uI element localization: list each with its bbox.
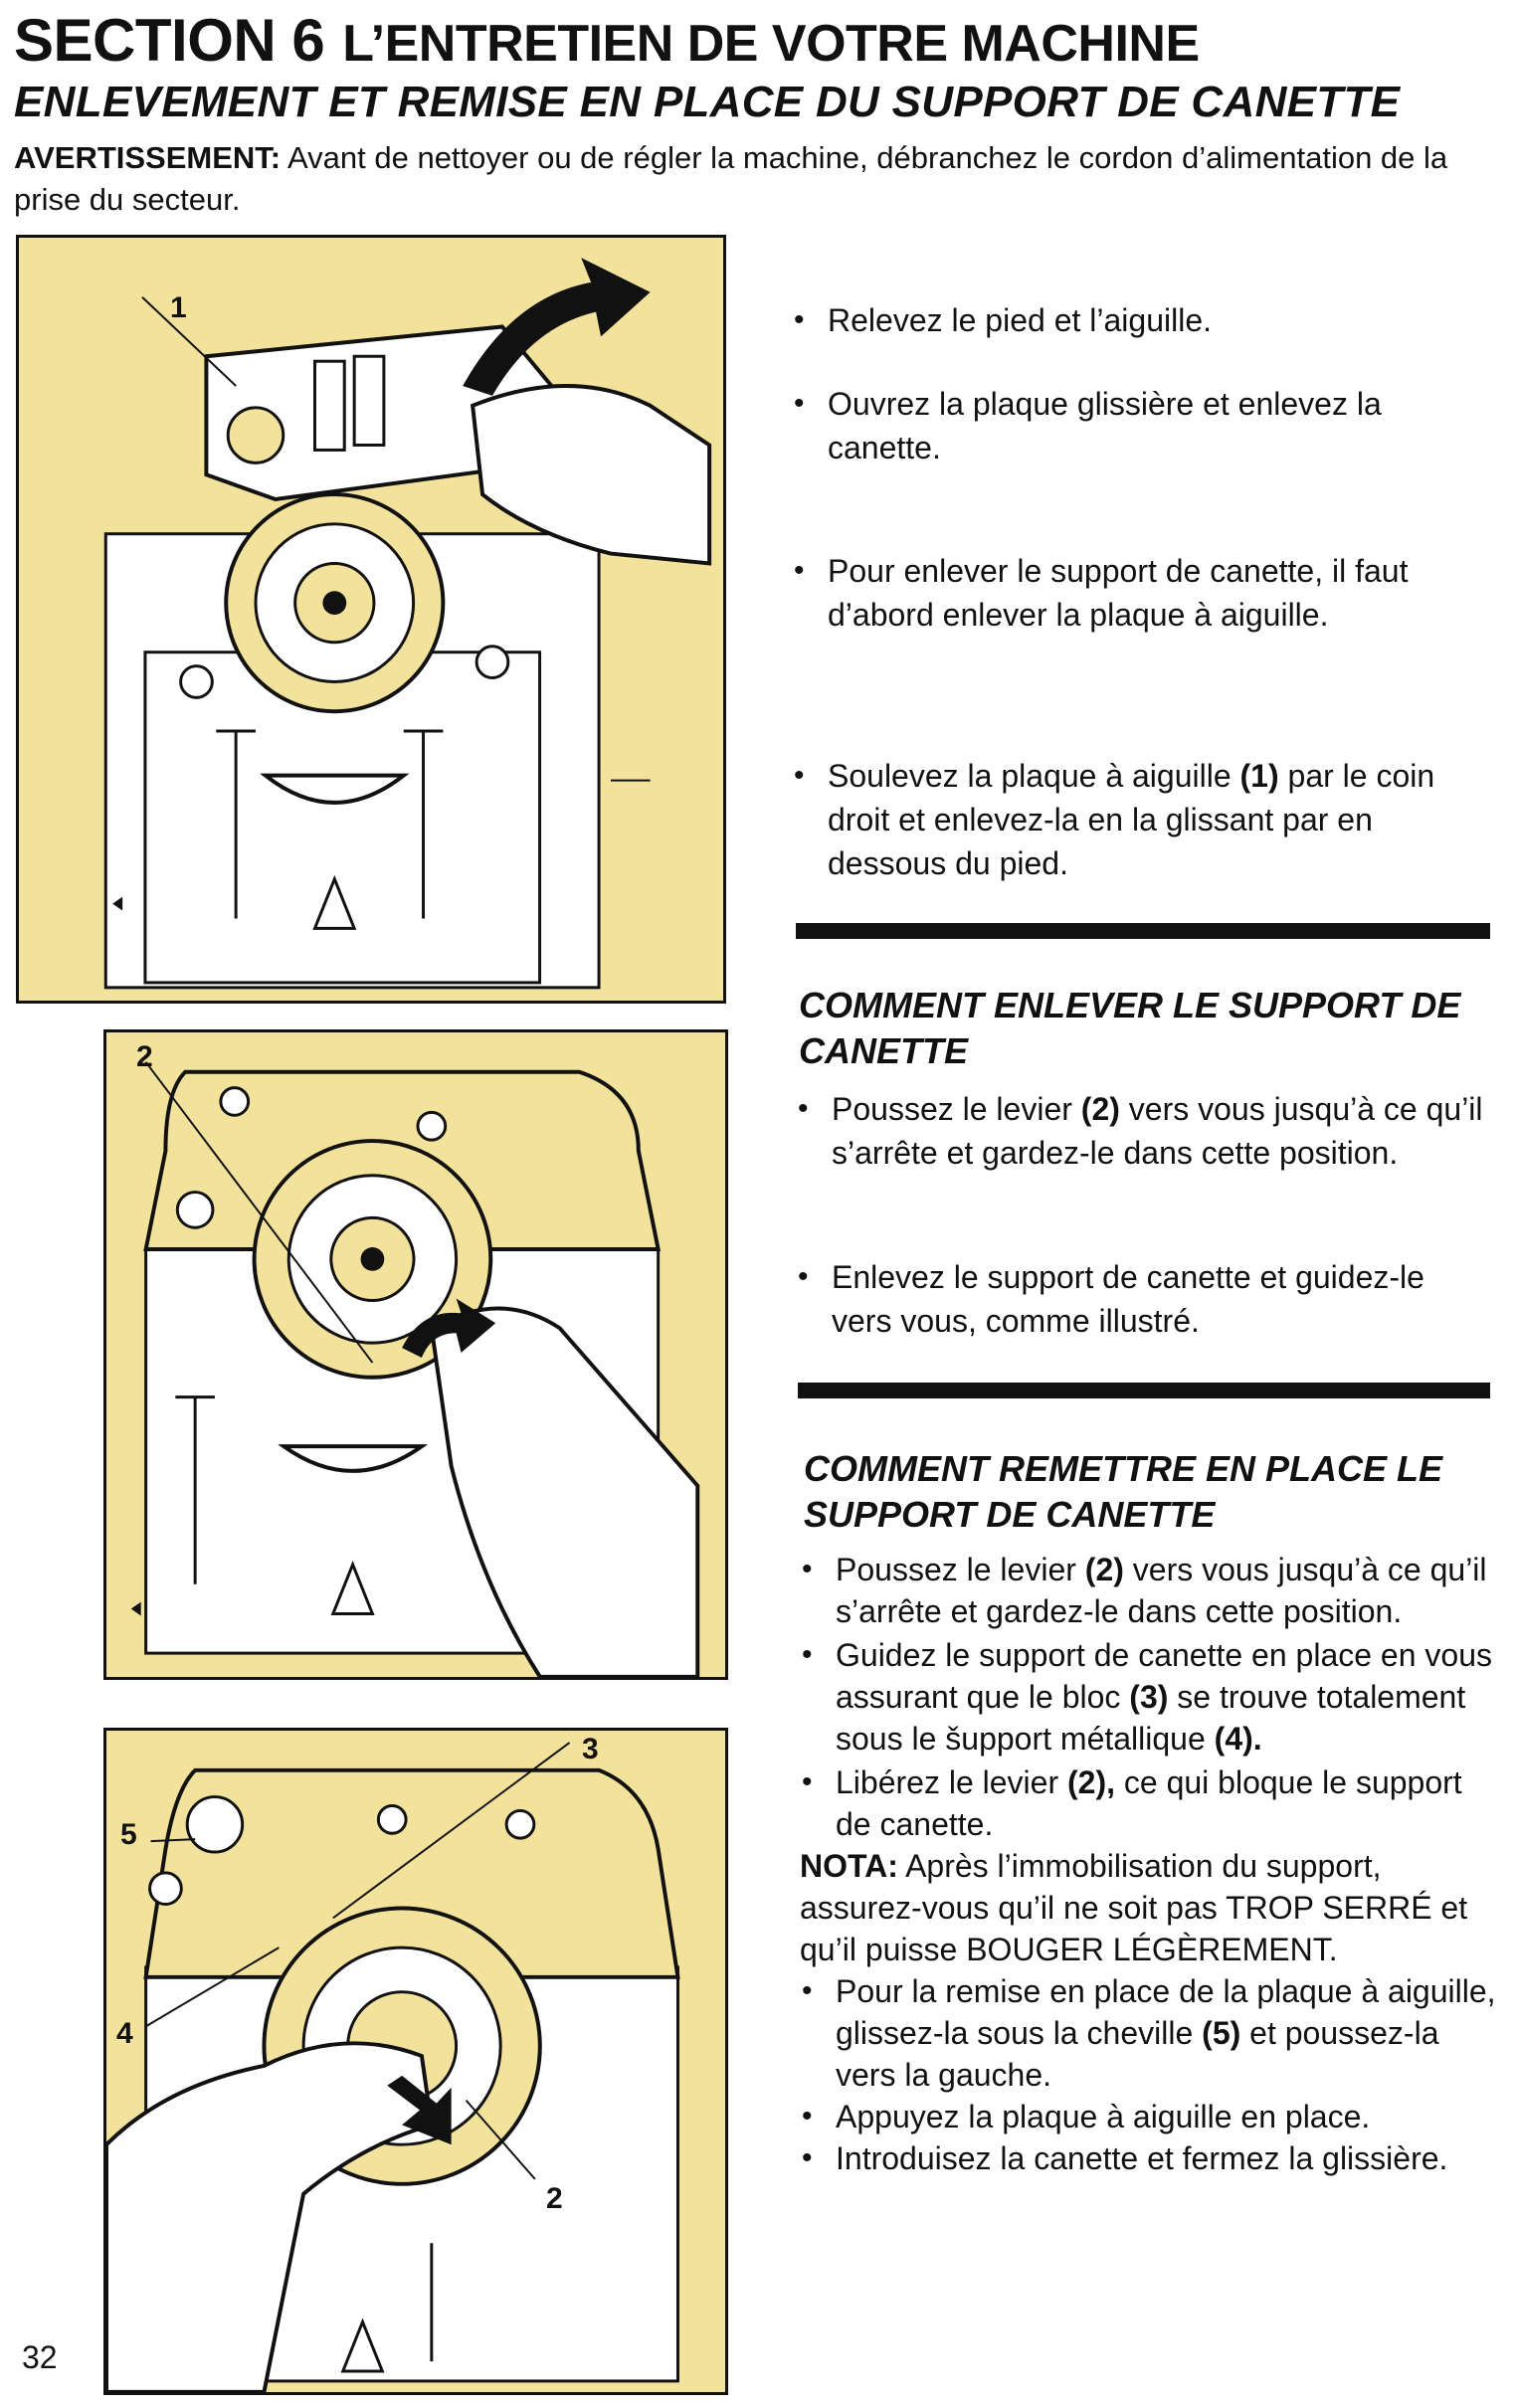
step-text: Libérez le levier — [836, 1764, 1067, 1800]
list-item: Ouvrez la plaque glissière et enlevez la… — [792, 382, 1478, 469]
callout-4: 4 — [116, 2017, 133, 2050]
section-divider — [798, 1383, 1490, 1398]
step-text: vers vous jusqu’à ce qu’il s’arrête et g… — [836, 1552, 1487, 1629]
figure-3-replace-bobbin-case: 3 5 4 2 — [103, 1728, 728, 2395]
figure-1-illustration — [103, 258, 712, 990]
step-text: Guidez le support de canette en place en… — [836, 1637, 1492, 1715]
page-number: 32 — [22, 2339, 58, 2375]
list-item: Libérez le levier (2), ce qui bloque le … — [800, 1761, 1504, 1845]
callout-2-lever: 2 — [546, 2182, 563, 2215]
section-number: SECTION 6 — [14, 7, 325, 74]
intro-step-2: Ouvrez la plaque glissière et enlevez la… — [792, 382, 1478, 469]
step-text: se trouve totalement sous le šupport mét… — [836, 1679, 1466, 1757]
intro-step-4: Soulevez la plaque à aiguille (1) par le… — [792, 754, 1488, 885]
step-ref: (2), — [1067, 1764, 1115, 1800]
remove-step-2: Enlevez le support de canette et guidez-… — [796, 1255, 1492, 1343]
step-ref: (5) — [1202, 2015, 1241, 2051]
list-item: Enlevez le support de canette et guidez-… — [796, 1255, 1492, 1343]
step-ref: (3) — [1129, 1679, 1169, 1715]
figure-2-remove-bobbin-case: 2 — [103, 1029, 728, 1680]
callout-2: 2 — [136, 1040, 153, 1073]
figure-1-remove-needle-plate: 1 — [16, 235, 726, 1004]
step-text: vers vous jusqu’à ce qu’il s’arrête et g… — [832, 1091, 1483, 1171]
list-item: Poussez le levier (2) vers vous jusqu’à … — [796, 1087, 1492, 1175]
step-ref: (2) — [1084, 1552, 1124, 1587]
step-ref: (4). — [1214, 1721, 1262, 1757]
step-ref: (1) — [1239, 758, 1279, 794]
replace-heading: COMMENT REMETTRE EN PLACE LE SUPPORT DE … — [804, 1448, 1443, 1535]
nota-paragraph: NOTA: Après l’immobilisation du support,… — [800, 1845, 1504, 1970]
step-text: Soulevez la plaque à aiguille — [828, 758, 1240, 794]
list-item: Relevez le pied et l’aiguille. — [792, 298, 1478, 342]
step-text: Poussez le levier — [836, 1552, 1085, 1587]
step-text: Poussez le levier — [832, 1091, 1081, 1127]
section-divider — [796, 923, 1490, 939]
warning-paragraph: AVERTISSEMENT: Avant de nettoyer ou de r… — [14, 137, 1486, 221]
callout-5: 5 — [120, 1818, 137, 1851]
intro-step-1: Relevez le pied et l’aiguille. — [792, 298, 1478, 342]
step-text: et poussez-la vers la gauche. — [836, 2015, 1439, 2093]
replace-steps: Poussez le levier (2) vers vous jusqu’à … — [800, 1549, 1504, 2179]
step-text: ce qui bloque le support de canette. — [836, 1764, 1462, 1842]
intro-step-3: Pour enlever le support de canette, il f… — [792, 549, 1478, 637]
list-item: Appuyez la plaque à aiguille en place. — [800, 2096, 1504, 2137]
remove-heading: COMMENT ENLEVER LE SUPPORT DE CANETTE — [799, 985, 1461, 1071]
section-title: L’ENTRETIEN DE VOTRE MACHINE — [342, 15, 1200, 73]
list-item: Poussez le levier (2) vers vous jusqu’à … — [800, 1549, 1504, 1632]
page-title: SECTION 6 L’ENTRETIEN DE VOTRE MACHINE — [14, 6, 1506, 75]
list-item: Introduisez la canette et fermez la glis… — [800, 2137, 1504, 2179]
list-item: Pour enlever le support de canette, il f… — [792, 549, 1478, 637]
list-item: Pour la remise en place de la plaque à a… — [800, 1970, 1504, 2096]
callout-3: 3 — [582, 1733, 599, 1765]
remove-step-1: Poussez le levier (2) vers vous jusqu’à … — [796, 1087, 1492, 1175]
step-text: par le coin droit et enlevez-la en la gl… — [828, 758, 1435, 881]
figure-2-illustration — [130, 1061, 700, 1677]
list-item: Soulevez la plaque à aiguille (1) par le… — [792, 754, 1488, 885]
list-item: Guidez le support de canette en place en… — [800, 1634, 1504, 1760]
callout-1: 1 — [170, 291, 187, 324]
step-text: Pour la remise en place de la plaque à a… — [836, 1973, 1496, 2051]
nota-text: Après l’immobilisation du support, assur… — [800, 1848, 1468, 1967]
page-subtitle: ENLEVEMENT ET REMISE EN PLACE DU SUPPORT… — [14, 78, 1401, 126]
figure-3-illustration — [106, 1742, 680, 2392]
nota-label: NOTA: — [800, 1848, 898, 1884]
warning-text: Avant de nettoyer ou de régler la machin… — [14, 140, 1448, 217]
warning-label: AVERTISSEMENT: — [14, 140, 282, 175]
step-ref: (2) — [1080, 1091, 1120, 1127]
